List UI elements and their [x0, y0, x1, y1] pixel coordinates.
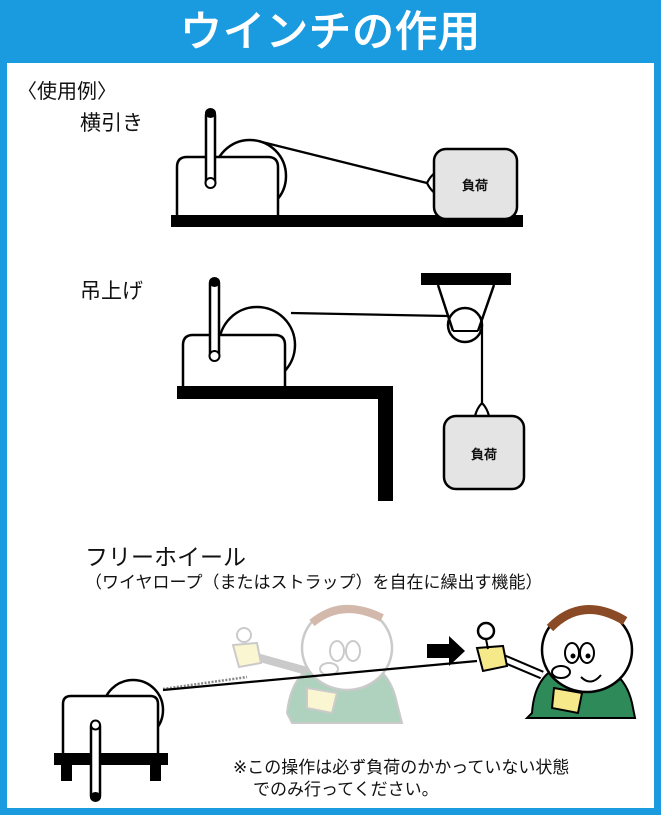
caution-note-line2: でのみ行ってください。: [253, 780, 439, 800]
right-arrow-icon: [427, 636, 465, 666]
examples-heading: 〈使用例〉: [17, 79, 117, 103]
load-label: 負荷: [471, 447, 497, 463]
lifting-label: 吊上げ: [80, 279, 143, 303]
page-title: ウインチの作用: [179, 6, 481, 56]
wire-rope-before: [162, 675, 248, 691]
horizontal-pull-label: 横引き: [80, 111, 143, 135]
horizontal-pull-diagram: 負荷: [171, 108, 523, 227]
diagram-canvas: 負荷 負荷: [54, 108, 637, 802]
winch-icon: [54, 678, 168, 802]
worker-after-illustration: [475, 605, 637, 719]
wire-rope: [261, 140, 428, 185]
load-icon: [432, 147, 519, 221]
ledge-icon: [177, 386, 393, 399]
floor-icon: [171, 215, 523, 227]
free-wheel-label: フリーホイール: [85, 545, 246, 571]
worker-before-illustration: [231, 604, 404, 724]
caution-note-line1: ※この操作は必ず負荷のかかっていない状態: [233, 758, 570, 778]
free-wheel-diagram: [54, 604, 637, 802]
winch-icon: [175, 108, 288, 215]
lifting-diagram: 負荷: [177, 273, 526, 501]
pulley-icon: [436, 284, 496, 344]
winch-icon: [181, 277, 297, 386]
load-label: 負荷: [462, 178, 488, 194]
content-panel: 〈使用例〉 横引き 吊上げ フリーホイール （ワイヤロープ（またはストラップ）を…: [7, 63, 654, 808]
free-wheel-description: （ワイヤロープ（またはストラップ）を自在に繰出す機能）: [85, 573, 543, 593]
load-icon: [442, 414, 526, 491]
wire-rope: [290, 311, 449, 318]
title-bar: ウインチの作用: [0, 0, 661, 63]
ceiling-icon: [421, 273, 511, 285]
wire-rope: [162, 659, 478, 692]
